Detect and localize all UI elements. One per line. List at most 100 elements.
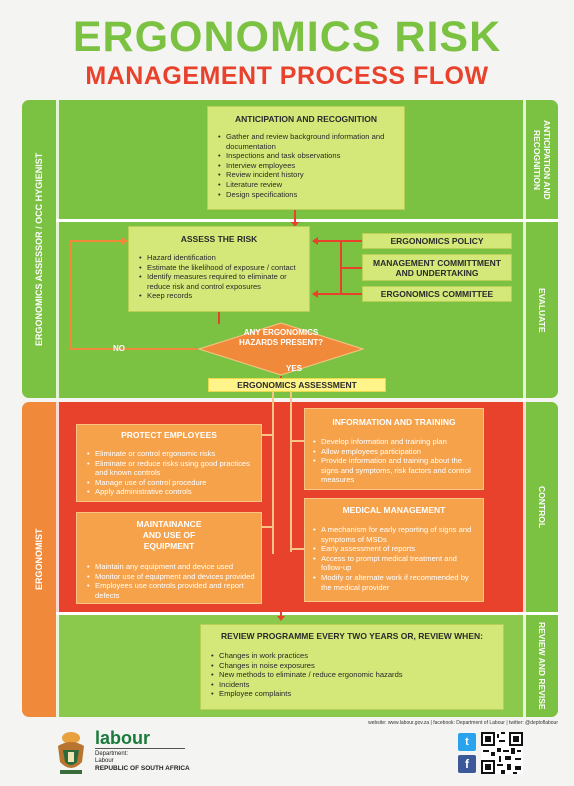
- decision-diamond: [198, 322, 364, 376]
- list-item: Employees use controls provided and repo…: [87, 581, 255, 600]
- divider: [56, 219, 558, 222]
- list-item: Design specifications: [218, 190, 398, 200]
- list-item: Monitor use of equipment and devices pro…: [87, 572, 255, 582]
- twitter-icon[interactable]: t: [458, 733, 476, 751]
- sidebar-right-control: CONTROL: [537, 485, 547, 529]
- sidebar-right-review: REVIEW AND REVISE: [537, 621, 547, 710]
- flow-arrow: [340, 267, 362, 269]
- list-item: Changes in work practices: [211, 651, 497, 661]
- list-item: Early assessment of reports: [313, 544, 477, 554]
- list-item: Employee complaints: [211, 689, 497, 699]
- information-list: Develop information and training plan Al…: [313, 437, 477, 485]
- list-item: Manage use of control procedure: [87, 478, 255, 488]
- list-item: Changes in noise exposures: [211, 661, 497, 671]
- maintenance-box: MAINTAINANCE AND USE OF EQUIPMENT Mainta…: [76, 512, 262, 604]
- assess-box: ASSESS THE RISK Hazard identification Es…: [128, 226, 310, 312]
- list-item: Keep records: [139, 291, 303, 301]
- ergonomics-assessment-bar: ERGONOMICS ASSESSMENT: [208, 378, 386, 392]
- list-item: Inspections and task observations: [218, 151, 398, 161]
- list-item: Literature review: [218, 180, 398, 190]
- divider: [56, 612, 558, 615]
- protect-heading: PROTECT EMPLOYEES: [121, 430, 217, 440]
- flow-arrow: [272, 392, 274, 554]
- flow-arrow: [280, 604, 282, 618]
- flow-arrow: [290, 440, 304, 442]
- flow-arrowhead: [122, 237, 128, 245]
- list-item: Hazard identification: [139, 253, 303, 263]
- assess-list: Hazard identification Estimate the likel…: [139, 253, 303, 301]
- anticipation-list: Gather and review background information…: [218, 132, 398, 199]
- medical-list: A mechanism for early reporting of signs…: [313, 525, 477, 592]
- list-item: A mechanism for early reporting of signs…: [313, 525, 477, 544]
- flow-arrow: [290, 548, 304, 550]
- ergonomics-committee-pill: ERGONOMICS COMMITTEE: [362, 286, 512, 302]
- ergonomics-policy-pill: ERGONOMICS POLICY: [362, 233, 512, 249]
- review-box: REVIEW PROGRAMME EVERY TWO YEARS OR, REV…: [200, 624, 504, 710]
- no-arrow: [70, 348, 198, 350]
- list-item: Eliminate or reduce risks using good pra…: [87, 459, 255, 478]
- right-review-strip: [526, 614, 558, 717]
- flow-arrowhead: [312, 290, 318, 298]
- sidebar-left-green: ERGONOMICS ASSESSOR / OCC HYGIENIST: [34, 152, 44, 346]
- protect-list: Eliminate or control ergonomic risks Eli…: [87, 449, 255, 497]
- page-title: ERGONOMICS RISK: [72, 13, 502, 61]
- right-control-strip: [526, 402, 558, 612]
- flow-arrow: [294, 210, 296, 224]
- facebook-icon[interactable]: f: [458, 755, 476, 773]
- anticipation-box: ANTICIPATION AND RECOGNITION Gather and …: [207, 106, 405, 210]
- dept-line2: Labour: [95, 758, 114, 764]
- no-arrow: [70, 240, 122, 242]
- dept-line1: Department:: [95, 751, 129, 757]
- list-item: Develop information and training plan: [313, 437, 477, 447]
- divider: [523, 100, 526, 717]
- maintenance-heading: MAINTAINANCE AND USE OF EQUIPMENT: [136, 519, 202, 551]
- flow-arrow: [290, 392, 292, 552]
- list-item: Access to prompt medical treatment and f…: [313, 554, 477, 573]
- list-item: Apply administrative controls: [87, 487, 255, 497]
- flow-arrow: [262, 526, 272, 528]
- coat-of-arms-icon: [58, 732, 84, 774]
- divider: [56, 402, 59, 717]
- list-item: Interview employees: [218, 161, 398, 171]
- yes-label: YES: [286, 364, 303, 373]
- assess-heading: ASSESS THE RISK: [180, 234, 258, 244]
- list-item: Eliminate or control ergonomic risks: [87, 449, 255, 459]
- list-item: Review incident history: [218, 170, 398, 180]
- list-item: Incidents: [211, 680, 497, 690]
- page-subtitle: MANAGEMENT PROCESS FLOW: [85, 62, 489, 90]
- sidebar-left-orange: ERGONOMIST: [34, 528, 44, 591]
- information-training-box: INFORMATION AND TRAINING Develop informa…: [304, 408, 484, 490]
- review-heading: REVIEW PROGRAMME EVERY TWO YEARS OR, REV…: [221, 631, 483, 641]
- maintenance-list: Maintain any equipment and device used M…: [87, 562, 255, 600]
- flow-arrow: [318, 293, 362, 295]
- flow-arrowhead: [291, 222, 299, 227]
- flow-arrowhead: [312, 237, 318, 245]
- decision-question: ANY ERGONOMICS HAZARDS PRESENT?: [238, 328, 323, 347]
- review-list: Changes in work practices Changes in noi…: [211, 651, 497, 699]
- divider: [56, 100, 59, 398]
- medical-heading: MEDICAL MANAGEMENT: [342, 505, 446, 515]
- flow-arrow: [262, 434, 272, 436]
- list-item: Allow employees participation: [313, 447, 477, 457]
- contact-line: website: www.labour.gov.za | facebook: D…: [368, 720, 558, 726]
- sidebar-right-anticipation: ANTICIPATION AND RECOGNITION: [532, 119, 552, 200]
- qr-code[interactable]: [481, 732, 523, 774]
- sidebar-right-evaluate: EVALUATE: [537, 287, 547, 333]
- flow-arrow: [218, 312, 220, 324]
- list-item: Gather and review background information…: [218, 132, 398, 151]
- list-item: New methods to eliminate / reduce ergono…: [211, 670, 497, 680]
- protect-employees-box: PROTECT EMPLOYEES Eliminate or control e…: [76, 424, 262, 502]
- management-commitment-pill: MANAGEMENT COMMITTMENT AND UNDERTAKING: [362, 254, 512, 281]
- list-item: Maintain any equipment and device used: [87, 562, 255, 572]
- medical-management-box: MEDICAL MANAGEMENT A mechanism for early…: [304, 498, 484, 602]
- dept-line3: REPUBLIC OF SOUTH AFRICA: [95, 765, 190, 772]
- footer-rule: [95, 748, 185, 749]
- information-heading: INFORMATION AND TRAINING: [332, 417, 456, 427]
- no-label: NO: [113, 344, 125, 353]
- list-item: Estimate the likelihood of exposure / co…: [139, 263, 303, 273]
- list-item: Modify or alternate work if recommended …: [313, 573, 477, 592]
- anticipation-heading: ANTICIPATION AND RECOGNITION: [235, 114, 377, 124]
- flow-arrowhead: [277, 616, 285, 621]
- list-item: Provide information and training about t…: [313, 456, 477, 485]
- no-arrow: [70, 240, 72, 350]
